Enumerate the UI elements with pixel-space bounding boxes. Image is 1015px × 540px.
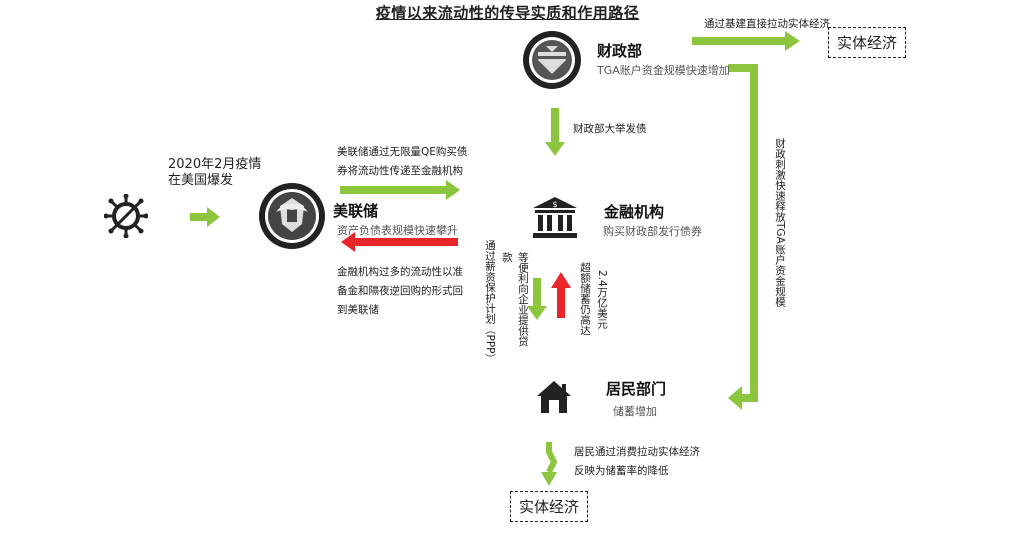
bank-subtitle: 购买财政部发行债券 [603,225,702,238]
household-note: 居民通过消费拉动实体经济 反映为储蓄率的降低 [574,446,700,477]
real-economy-box-bottom: 实体经济 [510,491,589,522]
virus-icon [103,193,149,239]
household-subtitle: 储蓄增加 [613,405,657,418]
treasury-top-note: 通过基建直接拉动实体经济 [704,18,830,30]
arrow-treasury-to-economy [692,31,800,51]
arrow-bank-to-fed [341,232,458,252]
virus-label: 2020年2月疫情 在美国爆发 [168,157,262,188]
arrow-treasury-to-household [728,64,758,410]
treasury-down-note: 财政部大举发债 [573,123,647,135]
fed-outflow-note: 金融机构过多的流动性以准 备金和隔夜逆回购的形式回 到美联储 [337,266,463,316]
arrow-fed-to-bank [340,180,460,200]
bank-ppp-note-2: 等便利向企业提供贷款 [501,252,529,347]
fed-inflow-note: 美联储通过无限量QE购买债 券将流动性传递至金融机构 [337,146,468,177]
fed-title: 美联储 [333,202,379,220]
bank-ppp-note: 通过薪资保护计划（PPP） [484,240,496,364]
bank-title: 金融机构 [604,203,665,221]
household-title: 居民部门 [606,380,667,398]
arrow-virus-to-fed [190,207,220,227]
treasury-seal-icon [522,30,582,90]
treasury-title: 财政部 [597,42,643,60]
treasury-subtitle: TGA账户资金规模快速增加 [597,64,730,77]
house-icon [536,380,572,414]
diagram-title: 疫情以来流动性的传导实质和作用路径 [375,4,640,22]
svg-text:$: $ [552,200,557,209]
arrow-household-to-economy-line [546,442,558,474]
real-economy-box-top: 实体经济 [828,27,907,58]
arrow-household-to-economy-head [541,472,557,486]
arrow-household-to-bank [551,272,571,318]
treasury-side-note: 财政刺激快速释放TGA账户资金规模 [774,138,786,307]
deposit-note: 超额储蓄仍高达 [579,262,591,336]
arrow-bank-to-household [527,278,547,320]
federal-reserve-seal-icon [258,182,326,250]
bank-icon: $ [532,196,578,240]
deposit-note-2: 2.4万亿美元 [596,270,608,329]
arrow-treasury-to-bank [545,108,565,156]
fed-subtitle: 资产负债表规模快速攀升 [337,224,458,237]
